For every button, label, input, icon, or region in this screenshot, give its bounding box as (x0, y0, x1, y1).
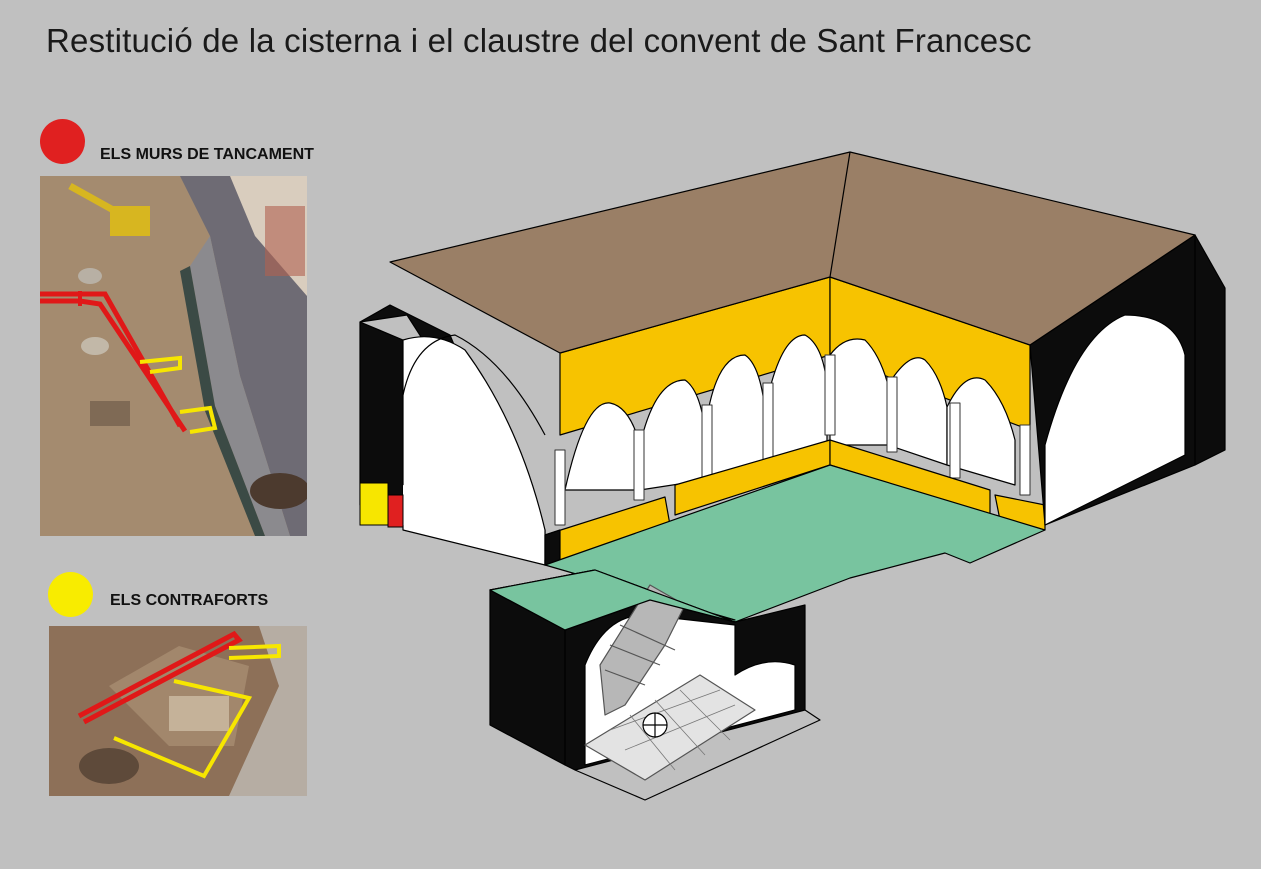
yellow-marker (360, 483, 388, 525)
yellow-legend-dot-icon (48, 572, 93, 617)
red-legend-dot-icon (40, 119, 85, 164)
red-marker (388, 495, 403, 527)
legend-label-walls: ELS MURS DE TANCAMENT (100, 146, 314, 164)
excavation-street-photo (40, 176, 307, 536)
legend-label-buttresses: ELS CONTRAFORTS (110, 592, 268, 610)
excavation-detail-photo (49, 626, 307, 796)
page-title: Restitució de la cisterna i el claustre … (46, 22, 1032, 60)
cloister-cistern-diagram (355, 145, 1235, 815)
